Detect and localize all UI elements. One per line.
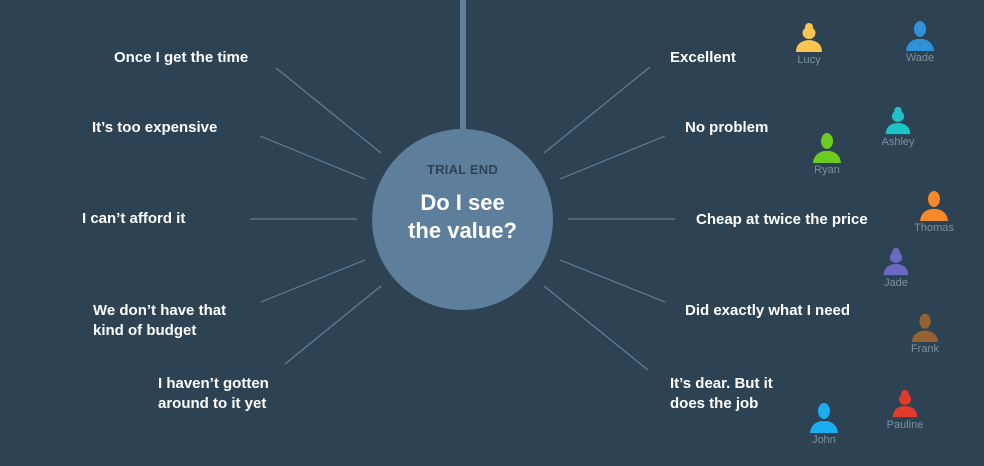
positive-reason: It’s dear. But it does the job bbox=[670, 374, 773, 414]
negative-reason: I can’t afford it bbox=[82, 209, 185, 229]
person-name: Wade bbox=[905, 52, 935, 64]
person-thomas: Thomas bbox=[904, 189, 964, 234]
hub-title-line2: the value? bbox=[408, 218, 517, 243]
male-user-icon bbox=[813, 133, 841, 163]
female-user-icon bbox=[883, 247, 909, 276]
reason-text: kind of budget bbox=[93, 322, 197, 339]
person-lucy: Lucy bbox=[779, 21, 839, 66]
negative-reason: We don’t have that kind of budget bbox=[93, 301, 226, 341]
connector-line bbox=[259, 135, 366, 180]
connector-line bbox=[260, 259, 366, 303]
person-name: Ashley bbox=[881, 136, 915, 148]
person-name: John bbox=[812, 434, 836, 446]
person-name: Frank bbox=[910, 343, 940, 355]
negative-reason: I haven’t gotten around to it yet bbox=[158, 374, 269, 414]
negative-reason: It’s too expensive bbox=[92, 118, 217, 138]
person-name: Thomas bbox=[914, 222, 954, 234]
negative-reason: Once I get the time bbox=[114, 48, 248, 68]
person-wade: Wade bbox=[890, 19, 950, 64]
person-pauline: Pauline bbox=[875, 388, 935, 431]
female-user-icon bbox=[892, 389, 918, 418]
hub-title-line1: Do I see bbox=[420, 190, 505, 215]
male-user-icon bbox=[920, 191, 948, 221]
person-jade: Jade bbox=[866, 246, 926, 289]
person-name: Lucy bbox=[797, 54, 821, 66]
connector-line bbox=[543, 66, 651, 154]
reason-text: Did exactly what I need bbox=[685, 302, 851, 319]
reason-text: Once I get the time bbox=[114, 49, 249, 66]
reason-text: does the job bbox=[670, 395, 759, 412]
reason-text: It’s dear. But it bbox=[670, 375, 773, 392]
positive-reason: Cheap at twice the price bbox=[696, 210, 868, 230]
person-name: Pauline bbox=[886, 419, 924, 431]
positive-reason: Excellent bbox=[670, 48, 736, 68]
hub-stem bbox=[460, 0, 466, 132]
male-user-icon bbox=[810, 403, 838, 433]
reason-text: We don’t have that bbox=[93, 302, 227, 319]
male-user-icon bbox=[906, 21, 934, 51]
reason-text: Cheap at twice the price bbox=[696, 211, 868, 228]
connector-line bbox=[284, 285, 382, 365]
reason-text: I can’t afford it bbox=[82, 210, 186, 227]
connector-line bbox=[559, 135, 666, 180]
reason-text: I haven’t gotten bbox=[158, 375, 269, 392]
hub-title: Do I see the value? bbox=[408, 189, 517, 245]
connector-line bbox=[275, 67, 382, 154]
hub-label: TRIAL END bbox=[427, 162, 498, 177]
female-user-icon bbox=[885, 106, 911, 135]
positive-reason: Did exactly what I need bbox=[685, 301, 850, 321]
person-frank: Frank bbox=[895, 312, 955, 355]
person-name: Ryan bbox=[814, 164, 840, 176]
connector-line bbox=[559, 259, 666, 303]
hub-circle: TRIAL END Do I see the value? bbox=[372, 129, 553, 310]
female-user-icon bbox=[796, 23, 822, 52]
reason-text: No problem bbox=[685, 119, 769, 136]
person-john: John bbox=[794, 401, 854, 446]
reason-text: around to it yet bbox=[158, 395, 267, 412]
person-ryan: Ryan bbox=[797, 131, 857, 176]
reason-text: It’s too expensive bbox=[92, 119, 218, 136]
reason-text: Excellent bbox=[670, 49, 736, 66]
person-ashley: Ashley bbox=[868, 105, 928, 148]
connector-line bbox=[543, 285, 649, 371]
positive-reason: No problem bbox=[685, 118, 768, 138]
person-name: Jade bbox=[884, 277, 908, 289]
male-user-icon bbox=[911, 313, 939, 342]
